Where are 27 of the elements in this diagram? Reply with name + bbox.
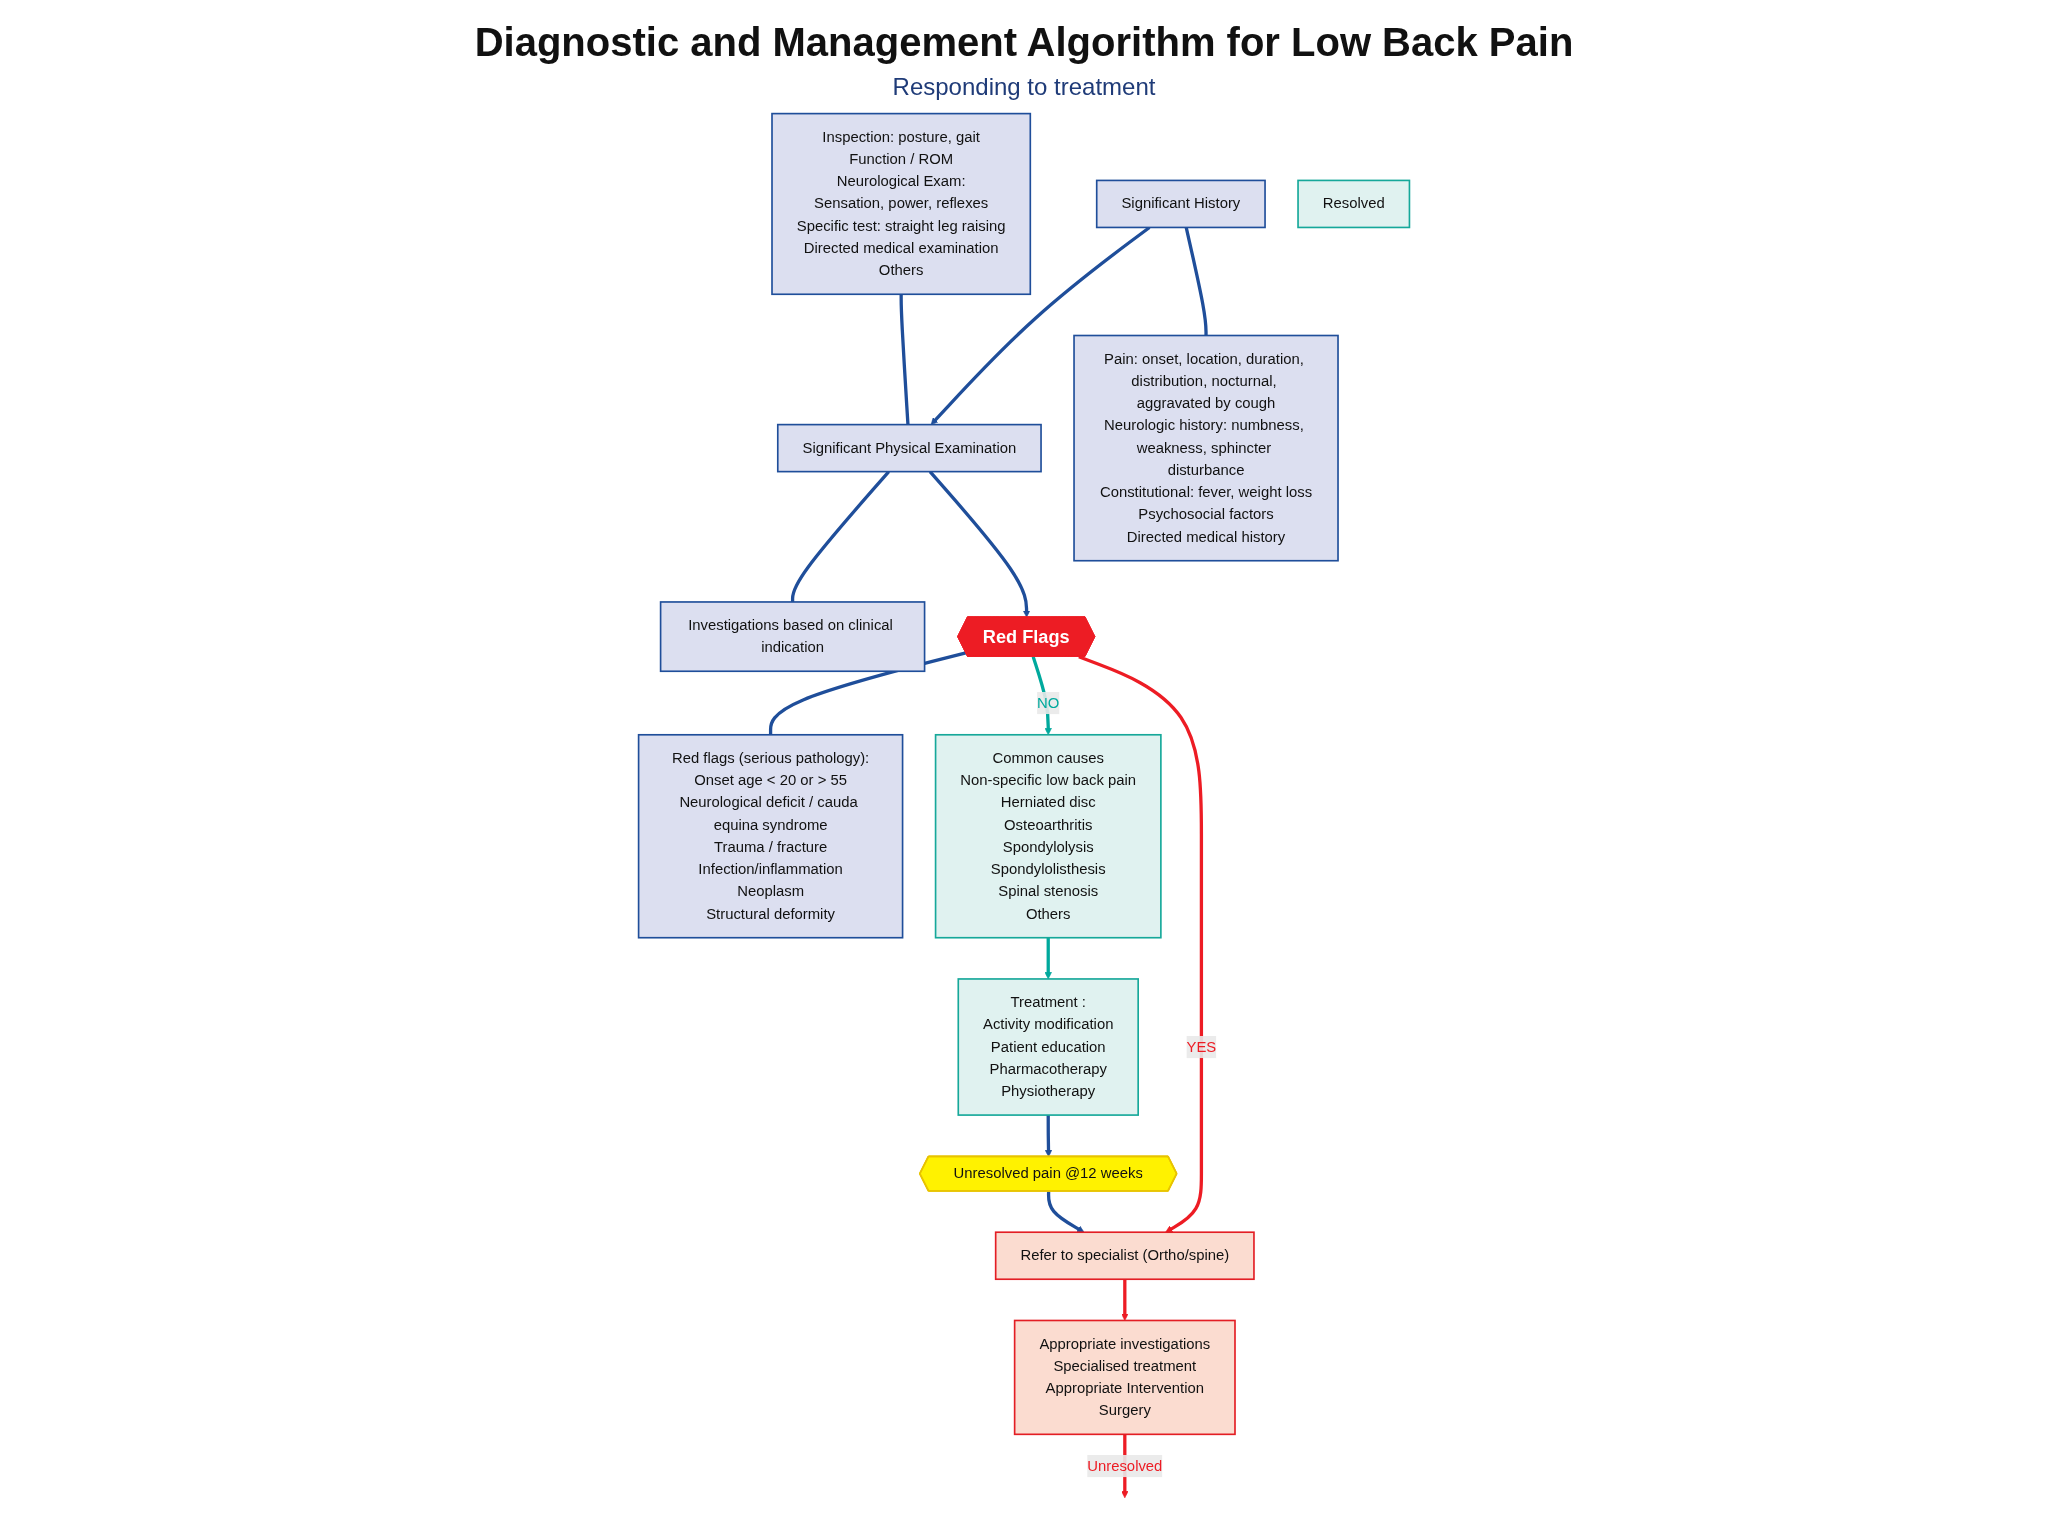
- diagram-title: Diagnostic and Management Algorithm for Low Back Pain: [474, 20, 1574, 65]
- arrow: [928, 470, 1031, 618]
- arrow: [1078, 655, 1204, 1233]
- node-box: Investigations based on clinical indication: [659, 601, 926, 673]
- connector: [790, 470, 890, 602]
- edge-label: Unresolved: [1087, 1457, 1163, 1474]
- node-box: Common causes Non-specific low back pain Herniated disc Osteoarthritis Spondylolysis Spondylolisthesis Spinal stenosis Others: [934, 733, 1162, 939]
- note-text: Responding to treatment: [892, 73, 1156, 101]
- node-box: Red flags (serious pathology): Onset age < 20 or > 55 Neurological deficit / cauda equina syndrome Trauma / fracture Infection/inflammation Neoplasm Structural deformity: [637, 733, 904, 939]
- arrow: [1044, 1115, 1053, 1158]
- node-box: Inspection: posture, gait Function / ROM Neurological Exam: Sensation, power, reflexes Specific test: straight leg raising Directed medical examination Others: [771, 112, 1032, 296]
- connector: [899, 294, 910, 425]
- node-box: Pain: onset, location, duration, distribution, nocturnal, aggravated by cough Neurologic history: numbness, weakness, sphincter disturbance Constitutional: fever, weight loss Psychosocial factors Directed medical history: [1073, 334, 1339, 562]
- connector: [1184, 227, 1208, 336]
- node-box: Significant History: [1095, 179, 1266, 229]
- arrow: [1044, 937, 1052, 980]
- node-box: Treatment : Activity modification Patient education Pharmacotherapy Physiotherapy: [957, 978, 1139, 1116]
- connector: [768, 651, 967, 735]
- edge-label: NO: [1037, 694, 1060, 711]
- arrow: [930, 226, 1151, 425]
- edge-label: YES: [1186, 1038, 1217, 1055]
- arrow: [1121, 1279, 1129, 1321]
- node-box: Significant Physical Examination: [776, 423, 1042, 473]
- node-box: Refer to specialist (Ortho/spine): [994, 1231, 1255, 1281]
- node-box: Appropriate investigations Specialised treatment Appropriate Intervention Surgery: [1013, 1319, 1236, 1436]
- arrow: [1046, 1191, 1085, 1233]
- node-box: Resolved: [1297, 179, 1411, 229]
